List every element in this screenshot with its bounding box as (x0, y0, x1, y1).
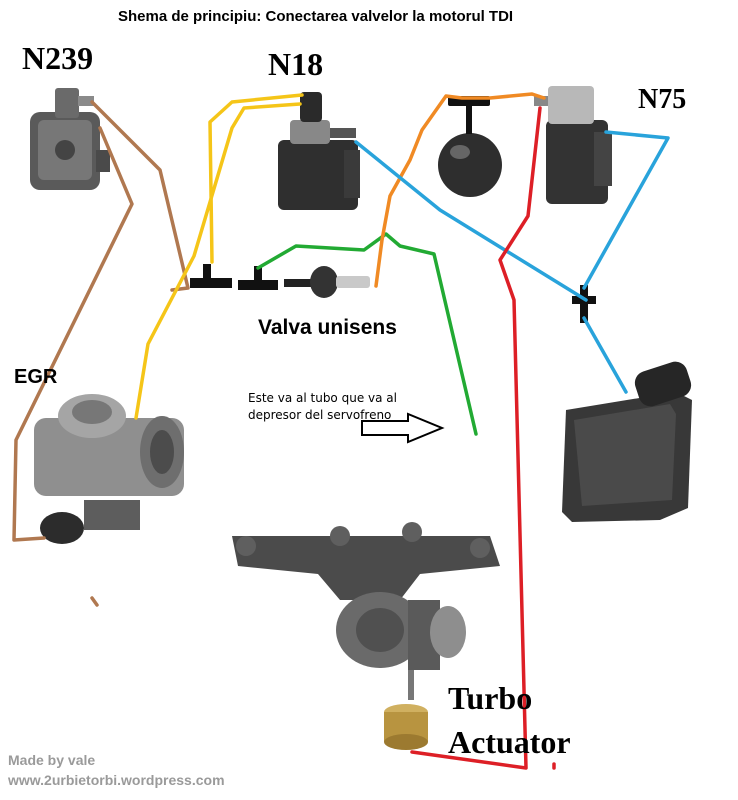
hose-orange (374, 92, 546, 288)
servo-hose-note: Este va al tubo que va al depresor del s… (248, 391, 397, 422)
label-n239: N239 (22, 40, 94, 76)
vacuum-reservoir-graphic (438, 96, 502, 197)
hose-blue-filter (582, 316, 628, 394)
diagram-title: Shema de principiu: Conectarea valvelor … (118, 8, 514, 25)
label-egr: EGR (14, 366, 58, 388)
credit-website: www.2urbietorbi.wordpress.com (8, 772, 225, 788)
hose-blue-main (354, 140, 588, 302)
n239-valve-graphic (30, 88, 110, 190)
valva-unisens-graphic (190, 264, 370, 298)
turbocharger-graphic (232, 522, 500, 700)
credit-author: Made by vale (8, 752, 96, 768)
hose-brown-2 (12, 126, 134, 542)
air-filter-box-graphic (562, 361, 692, 522)
hose-green (256, 232, 478, 436)
turbo-actuator-graphic (384, 704, 428, 750)
hose-brown-stub (90, 596, 99, 607)
label-n18: N18 (268, 46, 324, 82)
arrow-to-servo-hose (361, 412, 445, 444)
label-n75: N75 (638, 84, 687, 115)
hose-yellow-1 (208, 93, 304, 264)
hose-blue-n75 (582, 130, 670, 290)
egr-valve-graphic (34, 394, 184, 544)
label-valva-unisens: Valva unisens (258, 316, 397, 339)
hose-red (410, 106, 542, 770)
hose-yellow-2 (134, 102, 302, 420)
label-actuator: Actuator (448, 724, 571, 760)
n18-valve-graphic (278, 92, 360, 210)
label-turbo: Turbo (448, 680, 533, 716)
n75-valve-graphic (534, 86, 612, 204)
hose-brown-1 (90, 100, 190, 292)
